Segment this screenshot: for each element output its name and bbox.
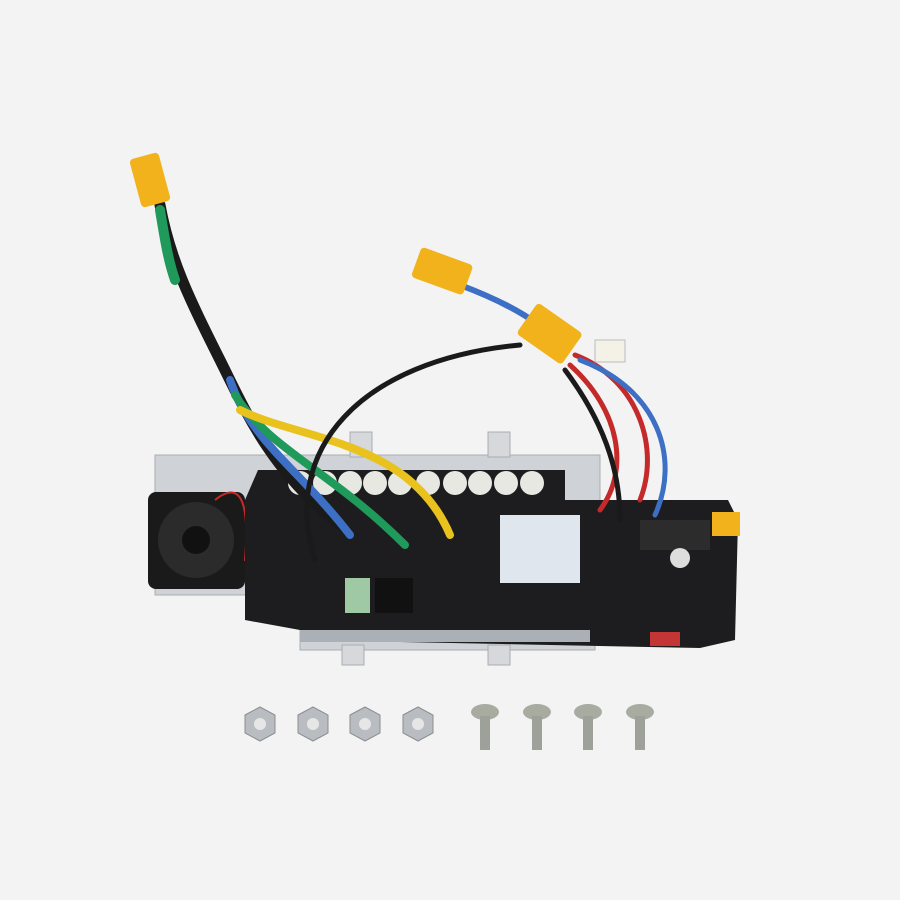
- nuts: [244, 706, 434, 742]
- xt-connector-small: [712, 512, 740, 536]
- bluetooth-module: [345, 578, 370, 613]
- chip: [375, 578, 413, 613]
- circuit-board: [245, 470, 740, 648]
- wiring: [154, 199, 668, 563]
- xt60-connector-top-left: [129, 152, 171, 208]
- screws: [471, 704, 654, 750]
- xt60-connector-right: [517, 303, 582, 364]
- white-plug: [594, 339, 626, 363]
- xt60-connector-middle: [411, 247, 473, 295]
- ribbon-cable: [500, 515, 580, 583]
- cooling-fan: [148, 492, 245, 589]
